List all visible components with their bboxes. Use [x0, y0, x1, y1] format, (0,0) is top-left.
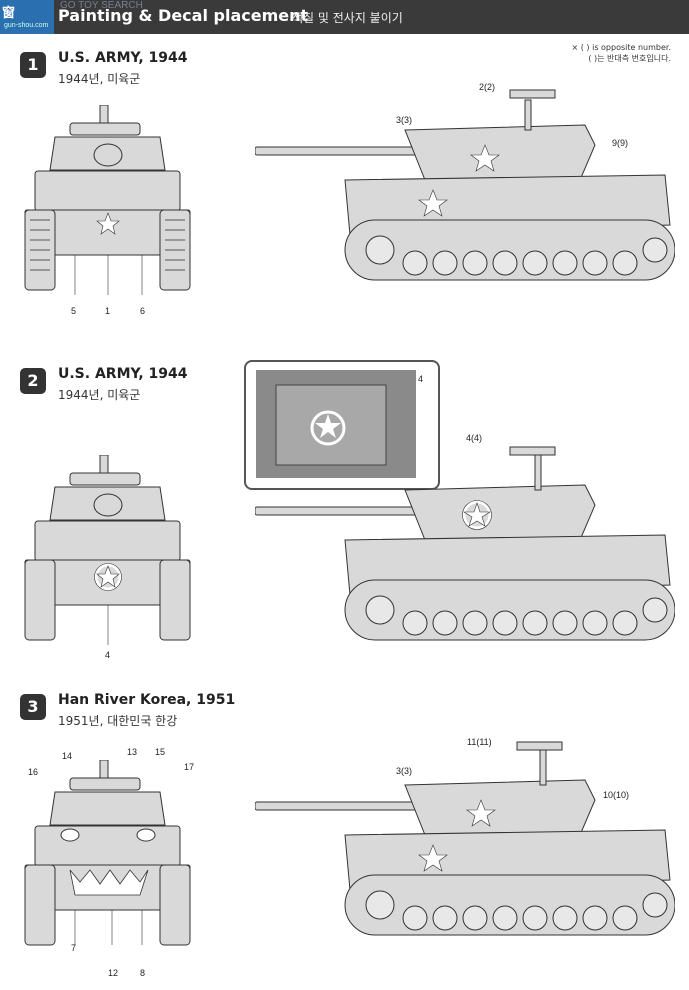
scheme-2-subtitle: 1944년, 미육군: [58, 388, 141, 402]
star-insignia: [466, 799, 496, 827]
scheme-2-badge: 2: [20, 368, 46, 394]
star-insignia: [418, 189, 448, 217]
star-insignia: [418, 844, 448, 872]
callout-7: 7: [71, 943, 77, 953]
scheme-3-front-view: [24, 760, 191, 946]
scheme-1-side-view: [255, 89, 675, 281]
callout-6: 6: [140, 306, 146, 316]
callout-16: 16: [28, 767, 39, 777]
tiger-face-mouth: [69, 869, 149, 896]
scheme-2-rear-detail-inset: [244, 360, 440, 490]
star-insignia: [96, 212, 120, 235]
callout-4-front: 4: [105, 650, 111, 660]
scheme-2-side-view: [255, 446, 675, 641]
scheme-3-subtitle: 1951년, 대한민국 한강: [58, 714, 178, 728]
callout-3-s3: 3(3): [396, 766, 413, 776]
scheme-1-badge: 1: [20, 52, 46, 78]
page-title: Painting & Decal placement: [58, 6, 309, 25]
page-subtitle: 색칠 및 전사지 붙이기: [292, 11, 403, 25]
callout-13: 13: [127, 747, 138, 757]
site-logo: 窗 gun-shou.com: [0, 0, 54, 34]
callout-4-side: 4(4): [466, 433, 483, 443]
callout-9: 9(9): [612, 138, 629, 148]
star-insignia: [96, 565, 120, 588]
tiger-eye-left: [60, 828, 80, 842]
callout-5: 5: [71, 306, 77, 316]
opposite-number-note: × ( ) is opposite number. ( )는 반대측 번호입니다…: [572, 42, 671, 64]
header-bar: [0, 0, 689, 34]
logo-text: 窗: [2, 5, 16, 20]
scheme-1-title: U.S. ARMY, 1944: [58, 50, 188, 66]
scheme-1-front-view: [24, 105, 191, 295]
callout-11: 11(11): [467, 737, 492, 747]
star-insignia: [470, 144, 500, 172]
note-line-ko: ( )는 반대측 번호입니다.: [588, 54, 671, 63]
scheme-2-title: U.S. ARMY, 1944: [58, 366, 188, 382]
tiger-eye-right: [136, 828, 156, 842]
rear-plate-detail: [256, 370, 416, 478]
scheme-1-subtitle: 1944년, 미육군: [58, 72, 141, 86]
callout-15: 15: [155, 747, 166, 757]
star-insignia: [462, 502, 492, 527]
note-line-en: × ( ) is opposite number.: [571, 43, 671, 52]
scheme-3-badge: 3: [20, 694, 46, 720]
watermark: GO TOY SEARCH: [60, 0, 143, 11]
callout-17: 17: [184, 762, 195, 772]
scheme-3-side-view: [255, 741, 675, 936]
callout-1: 1: [105, 306, 111, 316]
callout-3: 3(3): [396, 115, 413, 125]
scheme-3-title: Han River Korea, 1951: [58, 692, 236, 708]
callout-14: 14: [62, 751, 73, 761]
callout-8: 8: [140, 968, 146, 978]
callout-4-inset: 4: [418, 374, 424, 384]
callout-10: 10(10): [603, 790, 630, 800]
callout-2: 2(2): [479, 82, 496, 92]
scheme-2-front-view: [24, 455, 191, 645]
logo-subtext: gun-shou.com: [4, 22, 49, 29]
callout-12: 12: [108, 968, 119, 978]
